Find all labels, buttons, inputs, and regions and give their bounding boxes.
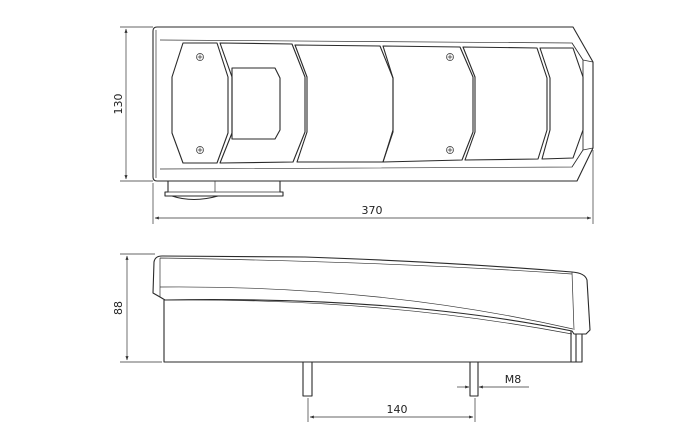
lens-inner-window <box>231 67 281 140</box>
dimension-label-130: 130 <box>112 94 125 115</box>
screw-icon <box>196 53 204 61</box>
lens-segment-1 <box>171 42 229 164</box>
screw-icon <box>446 53 454 61</box>
lid-lower-band <box>159 286 574 335</box>
dimension-88: 88 <box>112 253 162 363</box>
thread-callout-m8: M8 <box>457 373 529 389</box>
lens-segment-6 <box>539 47 584 160</box>
mounting-stud-left <box>302 362 313 397</box>
lens-segment-3 <box>294 44 394 163</box>
side-view: 88 140 M8 <box>112 253 591 422</box>
screw-icon <box>446 146 454 154</box>
dimension-label-88: 88 <box>112 301 125 315</box>
lid-outline <box>152 255 591 335</box>
thread-label: M8 <box>505 373 522 386</box>
dimension-130: 130 <box>112 26 153 182</box>
lens-segment-5 <box>462 46 548 161</box>
dimension-140: 140 <box>307 398 476 422</box>
screw-icons <box>196 53 454 154</box>
top-view: 130 370 <box>112 26 594 224</box>
mounting-stud-right <box>469 362 479 397</box>
housing-outline <box>152 26 594 182</box>
lens-segment-4 <box>382 45 474 163</box>
dimension-label-140: 140 <box>387 403 408 416</box>
body-outline <box>163 300 583 363</box>
dimension-370: 370 <box>152 150 594 224</box>
screw-icon <box>196 146 204 154</box>
connector-housing <box>164 181 284 201</box>
housing-inner-band <box>159 39 584 170</box>
lens-segment-2 <box>219 42 306 164</box>
dimension-label-370: 370 <box>362 204 383 217</box>
